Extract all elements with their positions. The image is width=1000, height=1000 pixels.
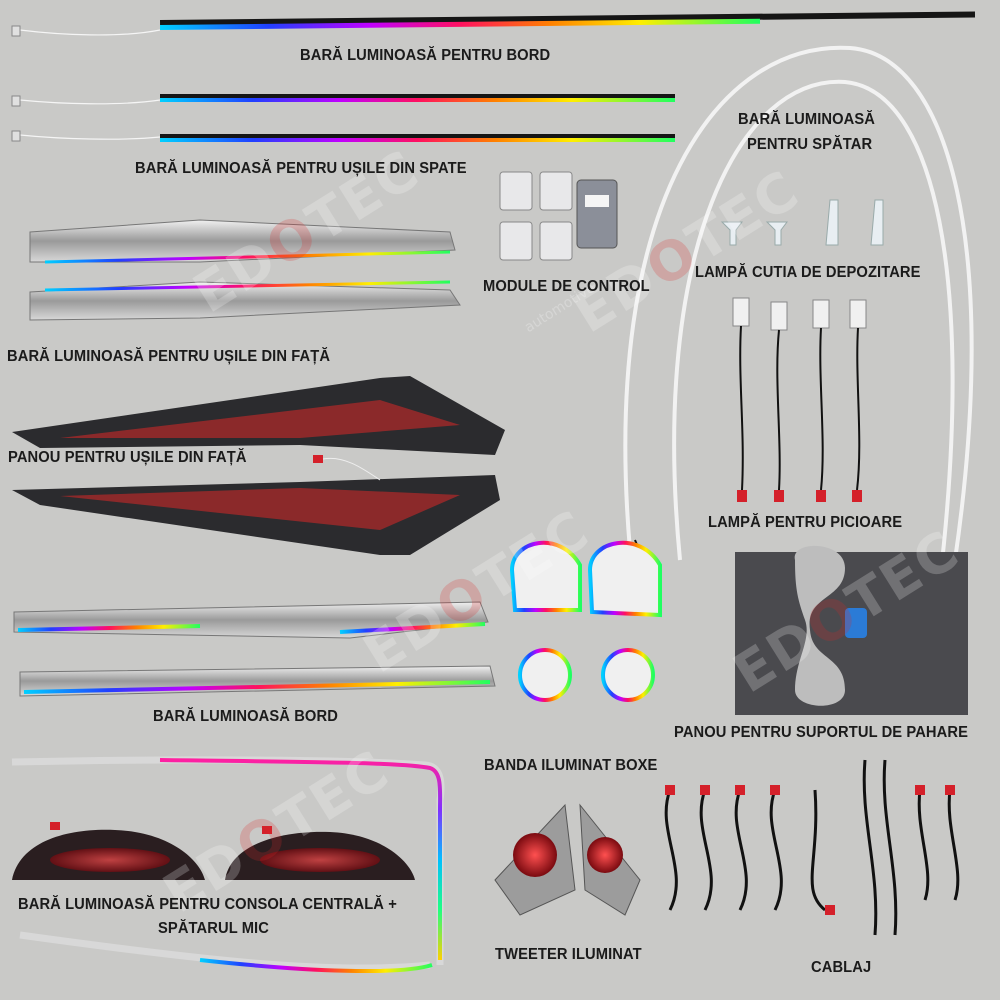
- center-console-light-bar: [11, 756, 445, 973]
- label-dashboard-bar-2: BARĂ LUMINOASĂ BORD: [153, 708, 338, 725]
- storage-box-lamps: [720, 199, 884, 246]
- label-front-doors-bar: BARĂ LUMINOASĂ PENTRU UȘILE DIN FAȚĂ: [7, 348, 331, 365]
- label-console-line1: BARĂ LUMINOASĂ PENTRU CONSOLA CENTRALĂ +: [18, 896, 397, 913]
- label-rear-doors: BARĂ LUMINOASĂ PENTRU UȘILE DIN SPATE: [135, 160, 467, 177]
- label-wiring: CABLAJ: [811, 959, 872, 976]
- label-front-door-panel: PANOU PENTRU UȘILE DIN FAȚĂ: [8, 449, 247, 466]
- front-door-panels: [12, 376, 505, 555]
- label-dashboard-bar: BARĂ LUMINOASĂ PENTRU BORD: [300, 47, 551, 64]
- label-seatback-line2: PENTRU SPĂTAR: [747, 136, 873, 153]
- control-modules: [499, 171, 618, 261]
- small-seatback-lights: [12, 822, 415, 880]
- foot-lamps: [732, 297, 867, 502]
- wiring-harness: [664, 759, 960, 936]
- label-foot-lamp: LAMPĂ PENTRU PICIOARE: [708, 514, 903, 531]
- label-cup-holder-panel: PANOU PENTRU SUPORTUL DE PAHARE: [674, 724, 969, 741]
- front-door-light-bars: [29, 219, 461, 321]
- rear-door-light-bars: [11, 94, 675, 142]
- label-tweeter: TWEETER ILUMINAT: [495, 946, 642, 963]
- wiring-connectors: [665, 785, 955, 915]
- label-speaker-band: BANDA ILUMINAT BOXE: [484, 757, 658, 774]
- dashboard-light-bar-2: [13, 601, 496, 697]
- cup-holder-panel: [735, 545, 968, 715]
- speaker-light-rings: [509, 540, 662, 702]
- label-seatback-line1: BARĂ LUMINOASĂ: [738, 111, 876, 128]
- illuminated-tweeters: [494, 803, 641, 916]
- dashboard-light-bar: [11, 11, 976, 37]
- label-control-modules: MODULE DE CONTROL: [483, 278, 650, 295]
- label-storage-lamp: LAMPĂ CUTIA DE DEPOZITARE: [695, 264, 921, 281]
- label-console-line2: SPĂTARUL MIC: [158, 920, 269, 937]
